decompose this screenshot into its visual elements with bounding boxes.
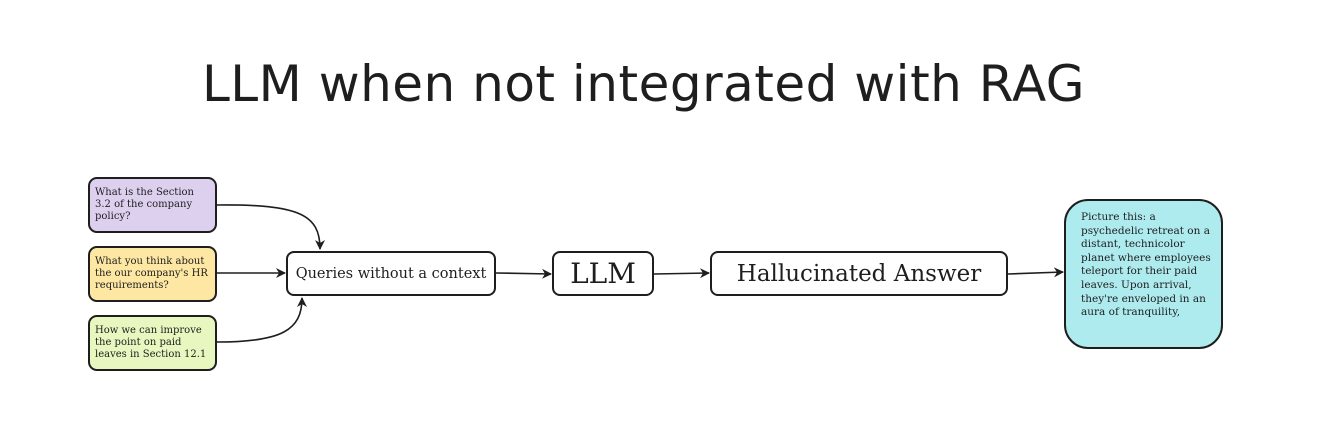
answer-text: Picture this: a psychedelic retreat on a…	[1081, 211, 1211, 319]
diagram-title: LLM when not integrated with RAG	[201, 55, 1086, 113]
query-node-paid-leaves: How we can improve the point on paid lea…	[88, 315, 217, 371]
arrow-query3-to-queries	[216, 297, 307, 343]
hallucinated-answer-node: Hallucinated Answer	[710, 251, 1008, 296]
llm-node: LLM	[552, 251, 654, 296]
arrow-query1-to-queries	[216, 204, 325, 250]
arrow-llm-to-hallucinated	[653, 268, 710, 279]
queries-without-context-node: Queries without a context	[286, 251, 496, 296]
query-text: What you think about the our company's H…	[95, 255, 208, 292]
node-label: Queries without a context	[295, 265, 487, 282]
arrow-queries-to-llm	[495, 268, 552, 279]
arrow-hallucinated-to-answer	[1007, 267, 1064, 278]
query-node-hr-requirements: What you think about the our company's H…	[88, 246, 217, 302]
node-label: LLM	[570, 257, 636, 290]
node-label: Hallucinated Answer	[736, 260, 982, 287]
query-text: How we can improve the point on paid lea…	[95, 324, 207, 361]
query-text: What is the Section 3.2 of the company p…	[95, 186, 194, 223]
answer-output-node: Picture this: a psychedelic retreat on a…	[1064, 199, 1223, 349]
query-node-section-3-2: What is the Section 3.2 of the company p…	[88, 177, 217, 233]
